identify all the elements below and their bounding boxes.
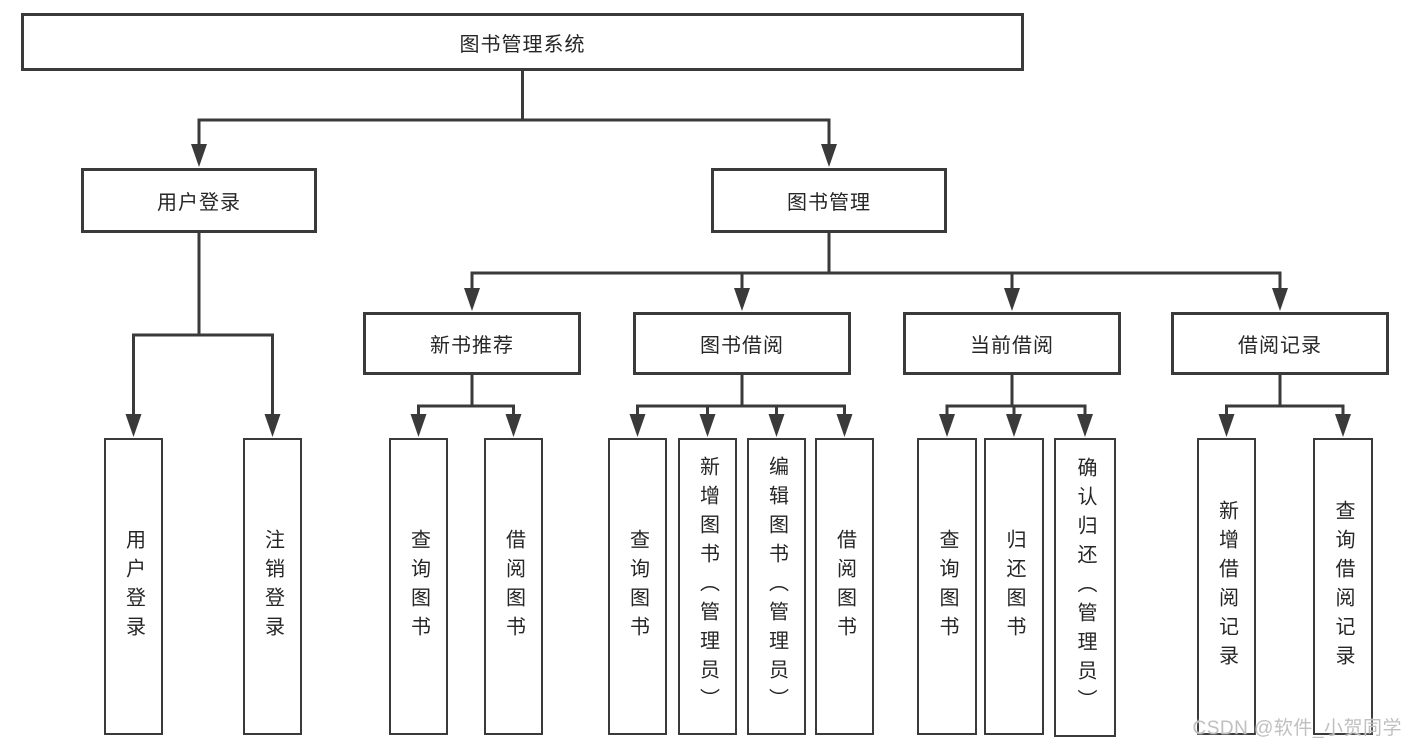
node-label-borrow-records: 借阅记录 [1238,335,1322,357]
node-label-cb-return-books: 归还图书 [1003,528,1025,645]
node-label-br-query-record: 查询借阅记录 [1332,499,1354,674]
arrowhead-current-borrow [1004,288,1020,311]
node-nb-borrow-books: 借阅图书 [484,438,543,735]
node-br-query-record: 查询借阅记录 [1313,438,1373,735]
arrowhead-book-borrow [734,288,750,311]
node-label-nb-query-books: 查询图书 [407,528,430,645]
node-label-book-borrow: 图书借阅 [700,335,784,357]
node-root: 图书管理系统 [21,13,1024,71]
arrowhead-new-book-rec [464,288,480,311]
connector-book-borrow [629,373,853,437]
node-label-bb-add-books: 新增图书（管理员） [696,456,719,717]
arrowhead-cb-confirm-return [1077,414,1093,437]
connector-user-login [125,231,281,437]
node-cb-query-books: 查询图书 [917,438,977,735]
node-borrow-records: 借阅记录 [1171,312,1389,375]
node-label-user-login: 用户登录 [157,192,241,214]
node-current-borrow: 当前借阅 [903,312,1121,375]
connector-path-book-mgmt [470,231,1282,302]
node-user-login: 用户登录 [81,168,317,233]
arrowhead-bb-query-books [629,414,646,437]
arrowhead-cb-query-books [939,414,955,437]
connector-book-mgmt [464,231,1288,311]
arrowhead-user-login [191,144,207,167]
node-label-book-mgmt: 图书管理 [787,192,871,214]
arrowhead-br-add-record [1218,414,1235,437]
node-book-borrow: 图书借阅 [633,312,851,375]
arrowhead-bb-borrow-books [836,414,853,437]
node-label-root: 图书管理系统 [459,33,586,56]
node-logout: 注销登录 [243,438,302,735]
arrowhead-cb-return-books [1006,414,1022,437]
node-bb-query-books: 查询图书 [608,438,667,735]
arrowhead-bb-add-books [699,414,716,437]
connector-new-book-rec [410,373,522,437]
node-book-mgmt: 图书管理 [711,168,947,233]
node-label-br-add-record: 新增借阅记录 [1215,499,1238,674]
node-bb-edit-books: 编辑图书（管理员） [747,438,806,735]
node-label-bb-query-books: 查询图书 [626,528,649,645]
node-bb-borrow-books: 借阅图书 [815,438,874,735]
node-label-cb-query-books: 查询图书 [936,528,958,645]
connector-root [191,69,837,167]
node-new-book-rec: 新书推荐 [363,312,581,375]
node-bb-add-books: 新增图书（管理员） [678,438,737,735]
node-nb-query-books: 查询图书 [389,438,448,735]
arrowhead-login [125,414,142,437]
connector-borrow-records [1218,373,1351,437]
node-label-bb-edit-books: 编辑图书（管理员） [765,456,788,717]
node-login: 用户登录 [104,438,163,735]
connector-path-root [197,69,831,158]
node-label-nb-borrow-books: 借阅图书 [502,528,525,645]
arrowhead-logout [264,414,281,437]
arrowhead-br-query-record [1335,414,1351,437]
node-label-current-borrow: 当前借阅 [970,335,1054,357]
node-cb-confirm-return: 确认归还（管理员） [1054,438,1116,737]
arrowhead-book-mgmt [821,144,837,167]
arrowhead-nb-borrow-books [505,414,522,437]
node-cb-return-books: 归还图书 [984,438,1044,735]
connector-current-borrow [939,373,1093,437]
watermark: CSDN @软件_小贺同学 [1192,718,1402,739]
node-label-bb-borrow-books: 借阅图书 [833,528,856,645]
arrowhead-borrow-records [1272,288,1288,311]
node-label-cb-confirm-return: 确认归还（管理员） [1074,457,1096,718]
arrowhead-nb-query-books [410,414,427,437]
node-label-logout: 注销登录 [261,528,284,645]
connector-path-user-login [132,231,274,428]
connector-path-borrow-records [1225,373,1345,428]
connector-path-new-book-rec [417,373,515,428]
node-br-add-record: 新增借阅记录 [1197,438,1256,735]
arrowhead-bb-edit-books [768,414,785,437]
node-label-new-book-rec: 新书推荐 [430,335,514,357]
node-label-login: 用户登录 [122,528,145,645]
